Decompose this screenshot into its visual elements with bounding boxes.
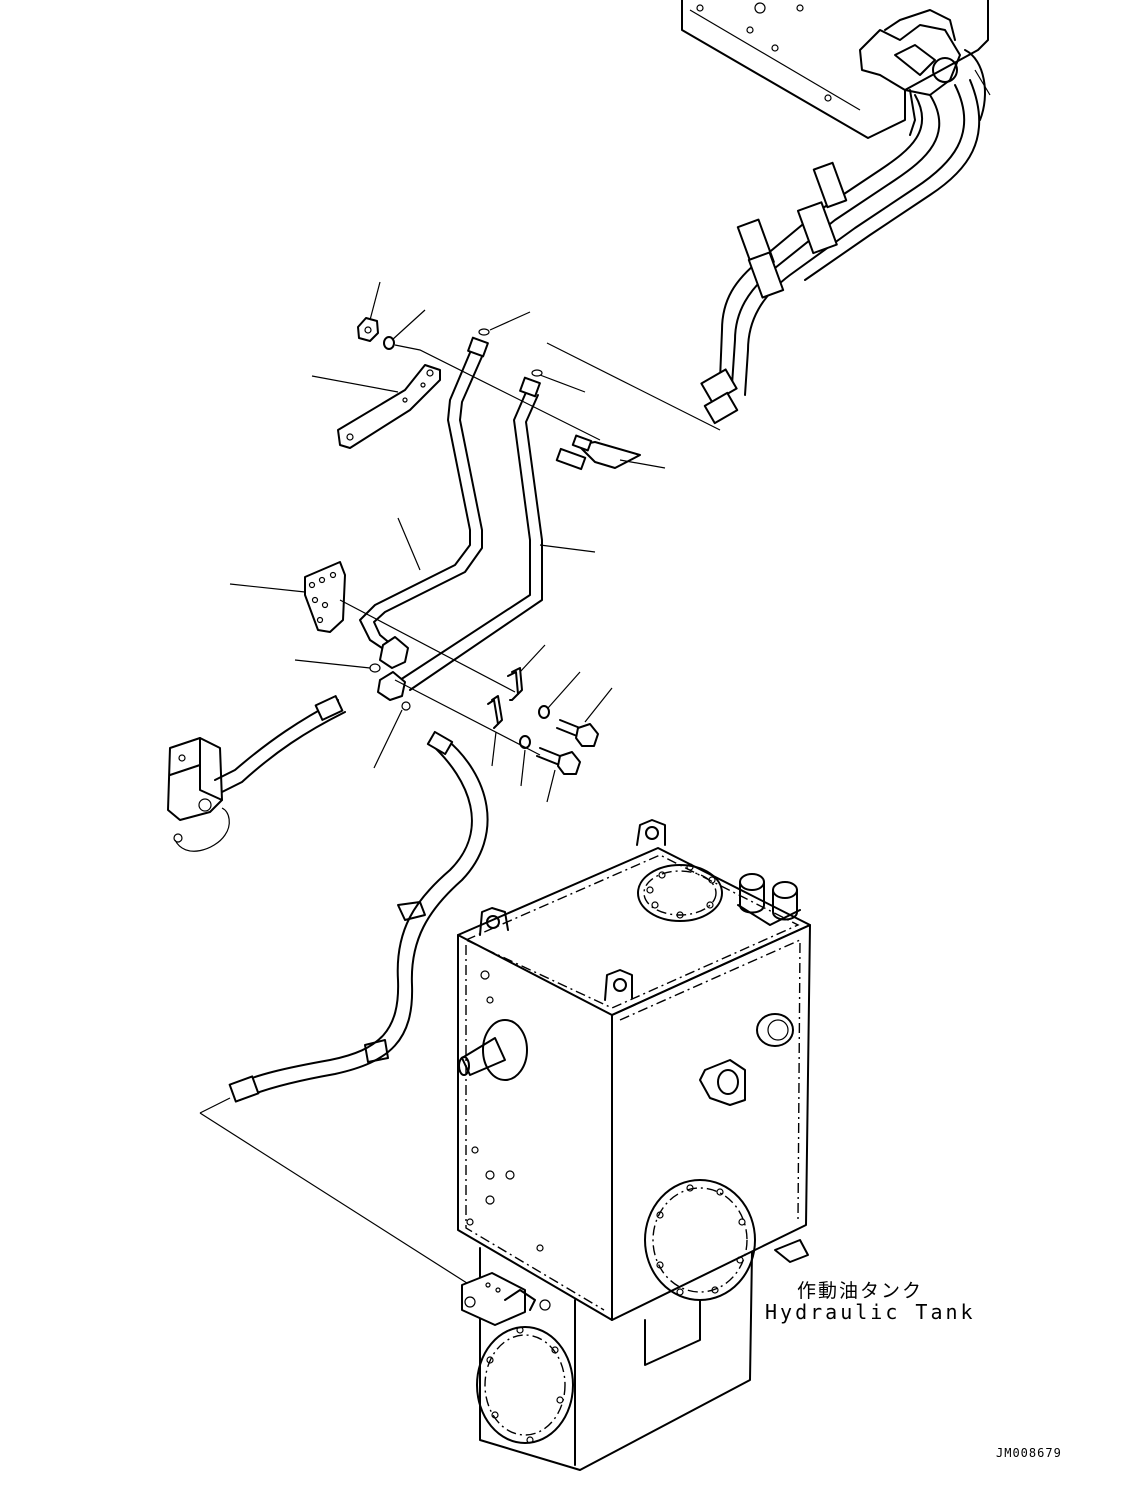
solenoid-valve-with-hose: [167, 695, 346, 852]
hydraulic-tank: [457, 819, 811, 1471]
upper-hose-bundle: [700, 79, 981, 425]
tank-label-english: Hydraulic Tank: [765, 1300, 976, 1324]
return-hose-to-tank: [199, 730, 489, 1286]
upper-bracket-group: [311, 281, 601, 449]
valve-block-assembly: [681, 0, 991, 139]
connector-tags: [555, 434, 666, 471]
drawing-number: JM008679: [996, 1446, 1062, 1460]
steel-tubes: [294, 311, 721, 769]
tank-label-japanese: 作動油タンク: [797, 1280, 924, 1302]
lower-bracket-plate: [229, 561, 541, 756]
clamp-bolt-set: [487, 644, 613, 803]
